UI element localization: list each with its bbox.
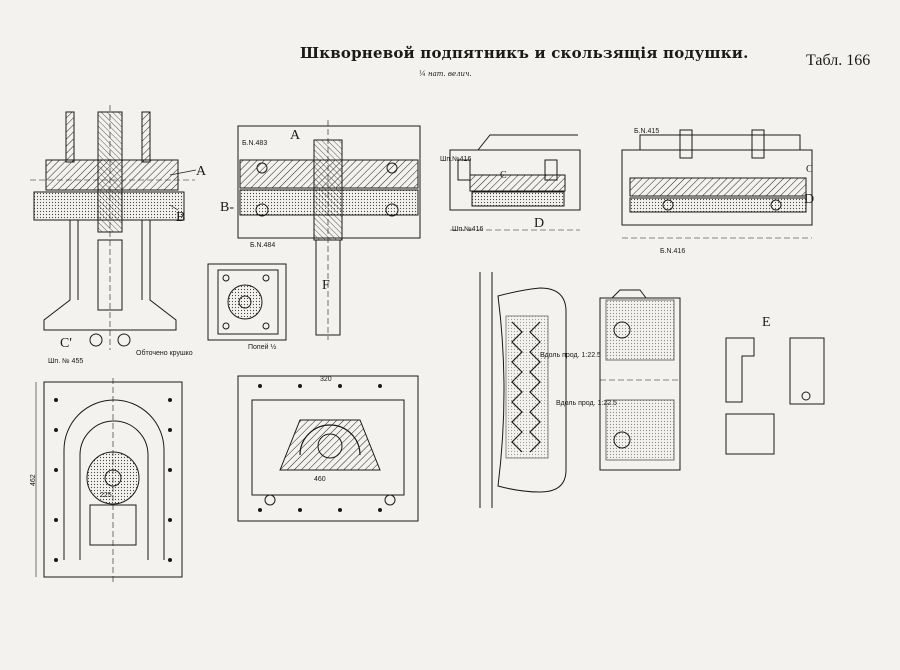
- drawing-center-plan-small: [207, 263, 287, 341]
- dim-225: 225: [100, 492, 112, 499]
- note-wave2: Вдоль прод. 1:22.5: [556, 400, 617, 407]
- drawing-far-right-slide-bearing: [621, 129, 813, 239]
- note-shp-mid-top: Шп.№416: [440, 156, 472, 163]
- label-E: E: [762, 315, 771, 330]
- note-bn483: Б.N.483: [242, 140, 268, 147]
- drawing-hinge-plate: [599, 289, 681, 471]
- note-obtocheno: Обточено крушко: [136, 350, 193, 357]
- note-shp-mid-bot: Шп.№416: [452, 226, 484, 233]
- label-B-left: B: [176, 210, 186, 225]
- note-bn484: Б.N.484: [250, 242, 276, 249]
- note-shp-left: Шп. № 455: [48, 358, 84, 365]
- drawing-left-pivot-section: [30, 105, 197, 350]
- label-D-right2: D: [804, 192, 815, 207]
- label-B-center: B-: [220, 200, 234, 215]
- drawing-wave-pad: [479, 272, 567, 508]
- note-bn416: Б.N.416: [660, 248, 686, 255]
- dim-462: 462: [30, 474, 37, 486]
- label-A-center: A: [290, 128, 301, 143]
- dim-460: 460: [314, 476, 326, 483]
- drawing-center-pivot-section: [237, 120, 421, 340]
- label-A-left: A: [196, 164, 207, 179]
- note-pikdrv: Попей ½: [248, 344, 277, 351]
- note-wave: Вдоль прод. 1:22.5: [540, 352, 601, 359]
- dim-320: 320: [320, 376, 332, 383]
- note-bn415: Б.N.415: [634, 128, 660, 135]
- label-D-right1: D: [534, 216, 545, 231]
- label-C-right1: C: [500, 170, 507, 181]
- label-C-right2: C: [806, 164, 813, 175]
- label-F: F: [322, 278, 330, 293]
- label-C-prime: C': [60, 336, 72, 351]
- table-number: Табл. 166: [806, 52, 871, 69]
- drawing-bottom-left-plan: [35, 378, 183, 582]
- scale-note: ¼ нат. велич.: [419, 70, 472, 78]
- drawing-bottom-center-plan: [237, 375, 419, 522]
- drawing-detail-E: [725, 337, 825, 455]
- drawing-right-slide-bearing-C: [449, 134, 581, 231]
